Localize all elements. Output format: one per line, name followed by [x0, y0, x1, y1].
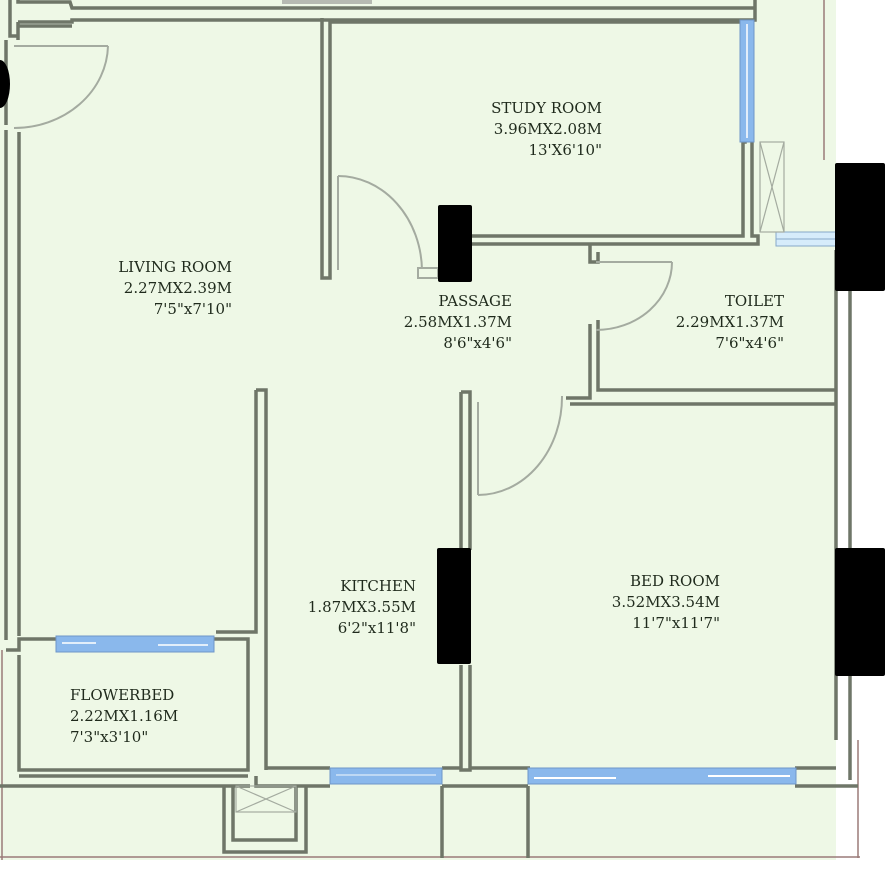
room-name: KITCHEN: [340, 577, 416, 595]
doors: [13, 45, 673, 496]
room-metric: 2.58MX1.37M: [403, 313, 512, 331]
room-imperial: 7'3"x3'10": [70, 728, 149, 746]
door-toilet-swing-icon: [595, 261, 673, 331]
room-metric: 2.29MX1.37M: [675, 313, 784, 331]
room-imperial: 8'6"x4'6": [443, 334, 512, 352]
room-label-living: LIVING ROOM 2.27MX2.39M 7'5"x7'10": [98, 257, 232, 320]
room-imperial: 7'5"x7'10": [153, 300, 232, 318]
columns: [0, 60, 885, 676]
room-name: TOILET: [724, 292, 784, 310]
window-kitchen-south: [329, 767, 443, 785]
room-name: LIVING ROOM: [118, 258, 232, 276]
column-icon-entry: [0, 60, 10, 108]
room-label-bedroom: BED ROOM 3.52MX3.54M 11'7"x11'7": [586, 571, 720, 634]
room-imperial: 7'6"x4'6": [715, 334, 784, 352]
room-label-toilet: TOILET 2.29MX1.37M 7'6"x4'6": [650, 291, 784, 354]
room-metric: 3.52MX3.54M: [611, 593, 720, 611]
room-imperial: 13'X6'10": [528, 141, 602, 159]
door-study-swing-icon: [337, 175, 423, 271]
room-name: STUDY ROOM: [491, 99, 602, 117]
door-bedroom-swing-icon: [477, 395, 564, 496]
outer-boundary: [0, 0, 860, 860]
room-label-kitchen: KITCHEN 1.87MX3.55M 6'2"x11'8": [284, 576, 416, 639]
shaft-icons: [235, 141, 785, 813]
column-icon-kitchen: [437, 548, 471, 664]
room-imperial: 6'2"x11'8": [337, 619, 416, 637]
room-name: FLOWERBED: [70, 686, 175, 704]
window-bedroom-south: [527, 767, 797, 785]
room-label-study: STUDY ROOM 3.96MX2.08M 13'X6'10": [470, 98, 602, 161]
window-living-south: [55, 635, 215, 653]
floor-area: [0, 0, 860, 860]
column-icon-toilet-east: [835, 163, 885, 291]
room-name: BED ROOM: [629, 572, 720, 590]
windows: [55, 0, 837, 785]
room-metric: 2.27MX2.39M: [123, 279, 232, 297]
room-metric: 2.22MX1.16M: [70, 707, 179, 725]
shaft-icon-bottom: [235, 785, 297, 813]
window-top-strip: [282, 0, 372, 4]
room-label-flowerbed: FLOWERBED 2.22MX1.16M 7'3"x3'10": [70, 685, 210, 748]
walls: [0, 0, 858, 858]
room-name: PASSAGE: [438, 292, 512, 310]
shaft-icon-toilet: [759, 141, 785, 233]
right-exterior: [836, 0, 890, 870]
column-icon-bedroom-east: [835, 548, 885, 676]
room-metric: 3.96MX2.08M: [493, 120, 602, 138]
room-label-passage: PASSAGE 2.58MX1.37M 8'6"x4'6": [380, 291, 512, 354]
door-entry-swing-icon: [13, 45, 109, 129]
column-icon-passage: [438, 205, 472, 282]
room-imperial: 11'7"x11'7": [632, 614, 720, 632]
room-metric: 1.87MX3.55M: [307, 598, 416, 616]
